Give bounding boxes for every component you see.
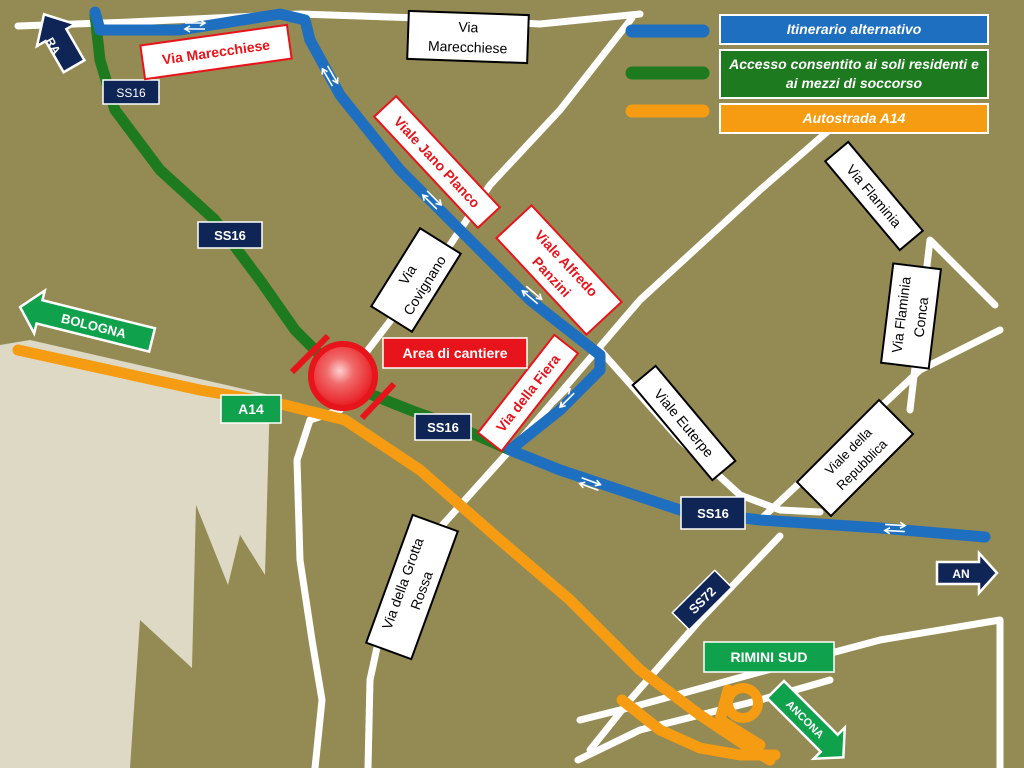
svg-text:Area di cantiere: Area di cantiere [402,345,507,361]
street-label-viale-euterpe: Viale Euterpe [631,364,737,482]
badge-rimini-sud: RIMINI SUD [703,641,835,673]
area-cantiere-label: Area di cantiere [382,337,528,369]
street-label-via-grotta-rossa: Via della Grotta Rossa [364,513,460,661]
land-area [0,340,270,768]
svg-text:SS16: SS16 [214,228,246,243]
svg-text:SS16: SS16 [697,506,729,521]
badge-ss16-mid: SS16 [197,221,263,249]
alternative-route [89,6,991,543]
svg-text:Conca: Conca [911,296,932,338]
svg-text:SS16: SS16 [116,86,146,100]
svg-text:Via: Via [458,19,479,36]
red-label-via-marecchiese: Via Marecchiese [139,23,293,81]
direction-an: AN [935,549,999,597]
badge-a14: A14 [220,394,282,424]
street-label-via-marecchiese: Via Marecchiese [406,9,530,65]
legend-lines [625,24,710,118]
direction-ra: RA [35,12,87,74]
badge-ss16-centre: SS16 [414,413,472,441]
no-entry-icon [289,333,397,421]
badge-ss16-top: SS16 [102,79,160,105]
legend-item-residents: Accesso consentito ai soli residenti e a… [719,49,989,99]
street-label-via-flaminia-conca: Via Flaminia Conca [879,262,943,370]
street-label-via-flaminia: Via Flaminia [823,140,925,252]
street-label-viale-repubblica: Viale della Repubblica [795,398,915,518]
direction-ancona: ANCONA [765,679,847,761]
legend: Itinerario alternativo Accesso consentit… [719,14,989,138]
direction-an-label: AN [952,567,969,581]
svg-text:RIMINI SUD: RIMINI SUD [731,649,808,665]
legend-item-alternative: Itinerario alternativo [719,14,989,45]
legend-label-residents: Accesso consentito ai soli residenti e a… [719,49,989,99]
svg-text:Viale Jano Planco: Viale Jano Planco [391,113,484,211]
badge-ss16-right: SS16 [680,496,746,530]
svg-text:A14: A14 [238,401,264,417]
legend-label-motorway: Autostrada A14 [719,103,989,134]
red-label-viale-alfredo-panzini: Viale Alfredo Panzini [495,203,623,337]
legend-item-motorway: Autostrada A14 [719,103,989,134]
svg-text:SS16: SS16 [427,420,459,435]
svg-text:Marecchiese: Marecchiese [428,38,508,57]
legend-label-alternative: Itinerario alternativo [719,14,989,45]
